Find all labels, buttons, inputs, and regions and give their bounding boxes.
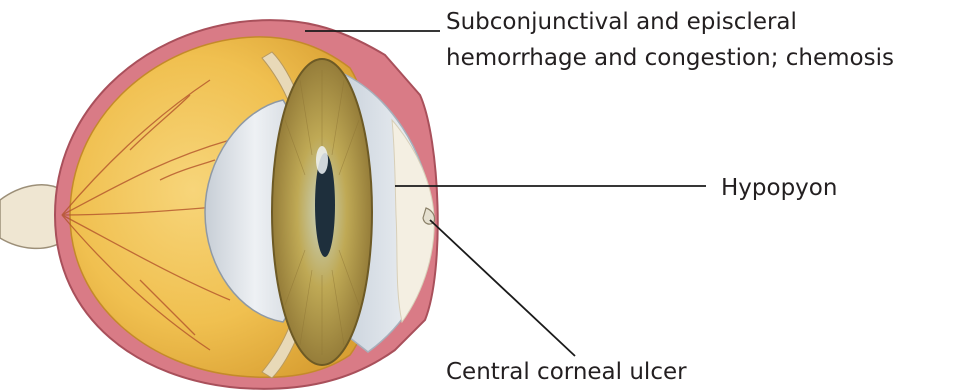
label-central-corneal-ulcer: Central corneal ulcer [446, 358, 687, 386]
optic-nerve [0, 185, 62, 249]
label-subconjunctival-line1: Subconjunctival and episcleral [446, 8, 797, 36]
leader-line-ulcer [430, 220, 575, 356]
label-subconjunctival-line2: hemorrhage and congestion; chemosis [446, 44, 894, 72]
label-hypopyon: Hypopyon [721, 174, 837, 202]
pupil-highlight [316, 146, 328, 174]
